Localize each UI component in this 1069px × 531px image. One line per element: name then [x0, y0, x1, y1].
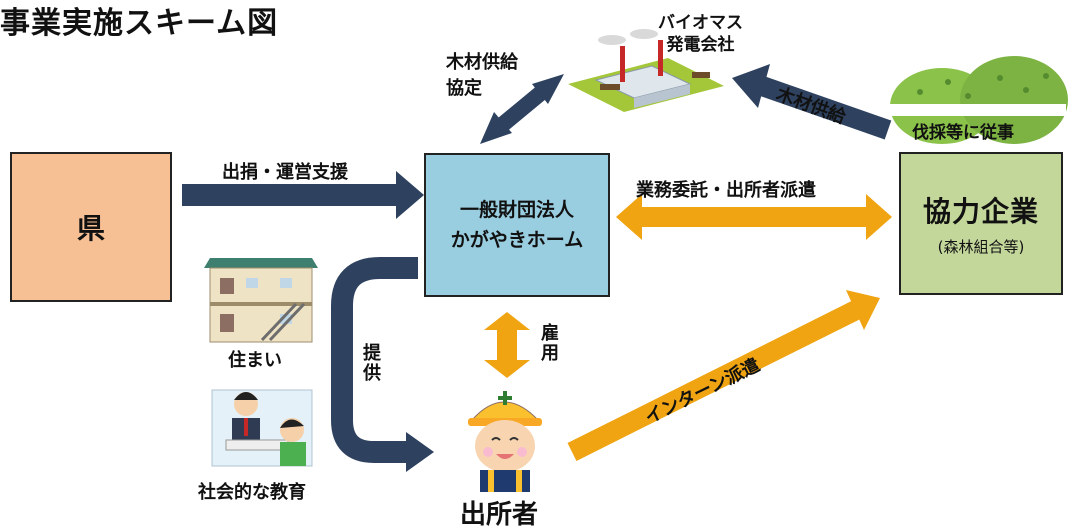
forest-illustration — [888, 56, 1068, 144]
donation-arrow — [182, 171, 424, 219]
outsourcing-arrow — [616, 194, 892, 240]
provide-arrow — [331, 257, 434, 472]
employment-label: 雇用 — [541, 323, 559, 364]
wood-agreement-arrow — [480, 74, 564, 144]
provide-label: 提供 — [363, 343, 381, 384]
apartment-illustration — [204, 258, 318, 343]
kyoryoku-node: 協力企業 (森林組合等) — [899, 152, 1063, 295]
biomass-label-line2: 発電会社 — [666, 35, 735, 55]
zaidan-label-line1: 一般財団法人 — [459, 199, 574, 221]
wood-agreement-label-line1: 木材供給 — [446, 52, 518, 73]
worker-illustration — [468, 391, 542, 492]
biomass-label: バイオマス 発電会社 — [658, 12, 743, 56]
ken-node: 県 — [10, 152, 172, 302]
outsourcing-label: 業務委託・出所者派遣 — [636, 180, 816, 201]
forestry-label: 伐採等に従事 — [912, 123, 1014, 143]
kyoryoku-sublabel: (森林組合等) — [937, 238, 1025, 256]
ken-label: 県 — [76, 212, 105, 245]
housing-label: 住まい — [228, 350, 282, 371]
wood-agreement-label: 木材供給 協定 — [446, 50, 518, 102]
education-label: 社会的な教育 — [198, 482, 306, 503]
biomass-plant-illustration — [568, 29, 724, 112]
worker-label: 出所者 — [460, 500, 539, 530]
kyoryoku-label: 協力企業 — [922, 195, 1039, 228]
employment-arrow — [484, 312, 530, 378]
internship-arrow — [567, 290, 880, 461]
zaidan-node: 一般財団法人 かがやきホーム — [424, 153, 610, 297]
education-illustration — [211, 389, 313, 467]
zaidan-label-line2: かがやきホーム — [450, 229, 584, 251]
wood-agreement-label-line2: 協定 — [446, 78, 482, 99]
biomass-label-line1: バイオマス — [658, 13, 743, 33]
wood-supply-arrow — [732, 64, 892, 140]
page-title: 事業実施スキーム図 — [0, 6, 279, 41]
donation-label: 出捐・運営支援 — [222, 162, 348, 183]
